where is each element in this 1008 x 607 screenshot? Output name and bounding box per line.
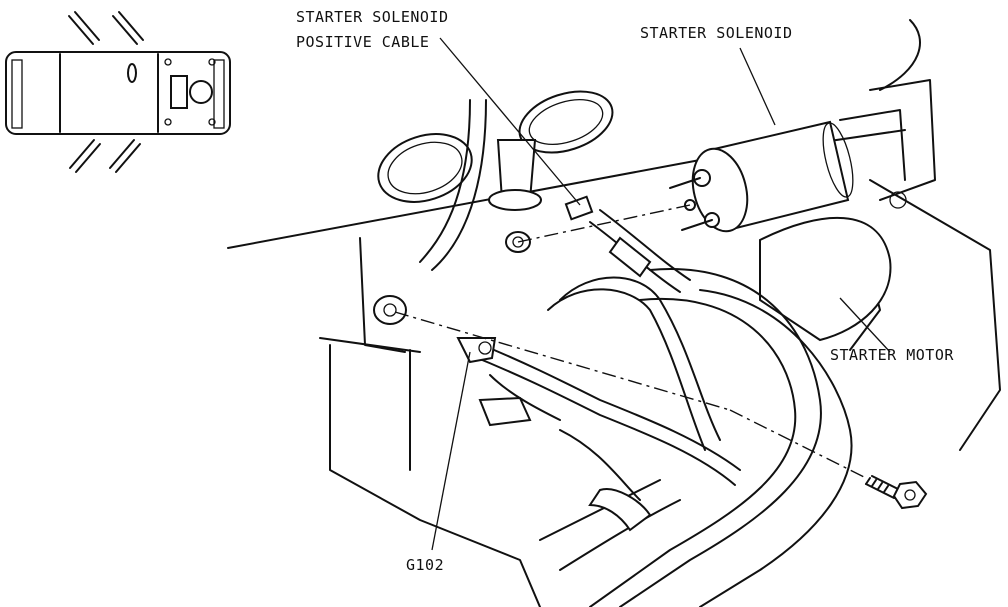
engine-block <box>227 19 1001 607</box>
solenoid-positive-cable <box>564 195 691 293</box>
exhaust-ports <box>377 90 614 203</box>
label-starter-motor: STARTER MOTOR <box>830 346 954 364</box>
label-solenoid-cable-line1: STARTER SOLENOID <box>296 8 449 26</box>
wiring-harness <box>469 276 741 501</box>
label-starter-solenoid: STARTER SOLENOID <box>640 24 793 42</box>
leader-lines <box>431 37 891 551</box>
centerlines <box>394 204 867 479</box>
starter-solenoid <box>669 120 854 233</box>
label-g102: G102 <box>406 556 444 574</box>
bolt <box>865 475 928 510</box>
ground-g102 <box>373 295 561 427</box>
starter-motor <box>759 109 907 342</box>
label-solenoid-cable-line2: POSITIVE CABLE <box>296 33 429 51</box>
large-hoses <box>539 268 853 607</box>
vehicle-locator-icon <box>5 11 231 173</box>
upper-tube <box>419 99 542 271</box>
